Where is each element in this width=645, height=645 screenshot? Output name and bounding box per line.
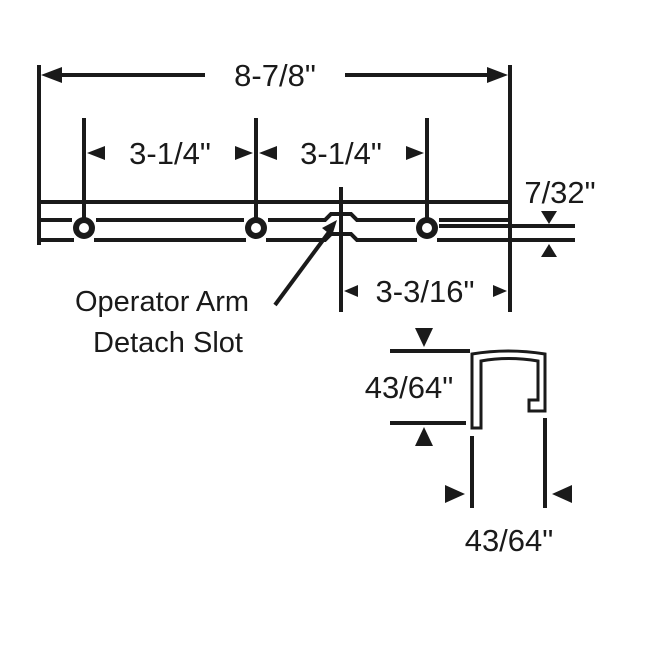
arrow-right-icon	[493, 285, 507, 297]
arrow-up-icon	[415, 427, 433, 446]
slot-to-end-label: 3-3/16"	[376, 274, 475, 309]
rail-body	[39, 187, 575, 312]
hole-spacing-1-label: 3-1/4"	[129, 136, 211, 171]
arrow-right-icon	[445, 485, 465, 503]
slot-to-end-dimension: 3-3/16"	[344, 274, 507, 309]
mounting-hole-1	[73, 217, 95, 239]
rail-bottom-edge	[39, 232, 575, 242]
profile-cross-section	[470, 349, 547, 508]
overall-length-label: 8-7/8"	[234, 58, 316, 93]
detach-slot-callout: Operator Arm Detach Slot	[75, 220, 337, 359]
rail-thickness-dimension: 7/32"	[524, 175, 596, 257]
arrow-down-icon	[541, 211, 557, 224]
arrow-up-icon	[541, 244, 557, 257]
profile-height-dimension: 43/64"	[365, 328, 470, 446]
callout-label-line2: Detach Slot	[93, 327, 243, 359]
arrow-left-icon	[552, 485, 572, 503]
arrow-left-icon	[259, 146, 277, 160]
arrow-left-icon	[344, 285, 358, 297]
arrow-callout-icon	[322, 220, 337, 236]
rail-middle-line	[39, 212, 510, 222]
profile-width-label: 43/64"	[465, 523, 554, 558]
callout-label-line1: Operator Arm	[75, 286, 249, 318]
callout-leader-line	[273, 226, 334, 307]
hole-spacing-2-label: 3-1/4"	[300, 136, 382, 171]
arrow-left-icon	[87, 146, 105, 160]
arrow-right-icon	[406, 146, 424, 160]
profile-height-label: 43/64"	[365, 370, 454, 405]
mounting-hole-3	[416, 217, 438, 239]
arrow-right-icon	[487, 67, 508, 83]
mounting-hole-2	[245, 217, 267, 239]
arrow-right-icon	[235, 146, 253, 160]
profile-width-dimension: 43/64"	[445, 485, 572, 558]
hole-spacing-dimensions: 3-1/4" 3-1/4"	[82, 118, 429, 222]
arrow-left-icon	[41, 67, 62, 83]
profile-outline	[470, 349, 547, 430]
overall-length-dimension: 8-7/8"	[37, 58, 512, 312]
rail-thickness-label: 7/32"	[524, 175, 595, 210]
arrow-down-icon	[415, 328, 433, 347]
